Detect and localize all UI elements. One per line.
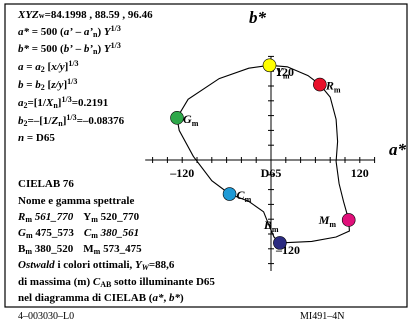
point-cm (222, 187, 237, 201)
massima-line: di massima (m) CAB sotto illuminante D65 (18, 276, 215, 289)
xyz-values: =84.1998 , 88.59 , 96.46 (45, 9, 154, 21)
a-axis-tick-label: –120 (169, 166, 194, 180)
info-title: CIELAB 76 (18, 178, 74, 190)
point-mm (341, 213, 356, 227)
point-label-ym: Ym (276, 64, 290, 80)
xyz-prefix: XYZ (17, 9, 39, 21)
info-subtitle: Nome e gamma spettrale (18, 195, 134, 207)
info-block: CIELAB 76 Nome e gamma spettrale Rm 561_… (17, 178, 215, 304)
illuminant-line: n = D65 (18, 132, 55, 144)
point-gm (170, 111, 184, 125)
a-star-axis-label: a* (389, 140, 407, 159)
center-label: D65 (261, 166, 282, 180)
point-ym (262, 58, 277, 73)
ostwald-line: Ostwald i colori ottimali, YW=88,6 (18, 259, 175, 272)
point-label-cm: Cm (237, 188, 252, 204)
a-axis-tick-label: 120 (351, 166, 369, 180)
point-bm (273, 236, 287, 250)
formula-b: b = b2 [z/y]1/3 (18, 77, 77, 92)
header-block: XYZw=84.1998 , 88.59 , 96.46 a* = 500 (a… (17, 9, 153, 144)
point-label-rm: Rm (325, 79, 341, 95)
footer-right: MI491–4N (300, 311, 344, 322)
point-label-gm: Gm (183, 112, 199, 128)
point-label-bm: Bm (263, 218, 279, 234)
diagramma-line: nel diagramma di CIELAB (a*, b*) (18, 292, 184, 304)
formula-a: a = a2 [x/y]1/3 (18, 59, 79, 74)
formula-a-star: a* = 500 (a’ – a’n) Y1/3 (18, 24, 121, 39)
footer-left: 4–003030–L0 (18, 311, 74, 322)
formula-a2-value: a2=[1/Xn]1/3=0.2191 (18, 95, 108, 110)
formula-b2-value: b2=–[1/Zn]1/3=–0.08376 (18, 113, 125, 128)
xyz-line: XYZw=84.1998 , 88.59 , 96.46 (17, 9, 153, 21)
plot-frame (4, 3, 408, 308)
point-rm (313, 77, 327, 92)
xyz-w-sub: w (39, 11, 45, 20)
formula-b-star: b* = 500 (b’ – b’n) Y1/3 (18, 41, 121, 56)
b-axis-tick-label: 120 (276, 65, 294, 79)
point-label-mm: Mm (318, 213, 337, 229)
b-star-axis-label: b* (249, 8, 267, 27)
